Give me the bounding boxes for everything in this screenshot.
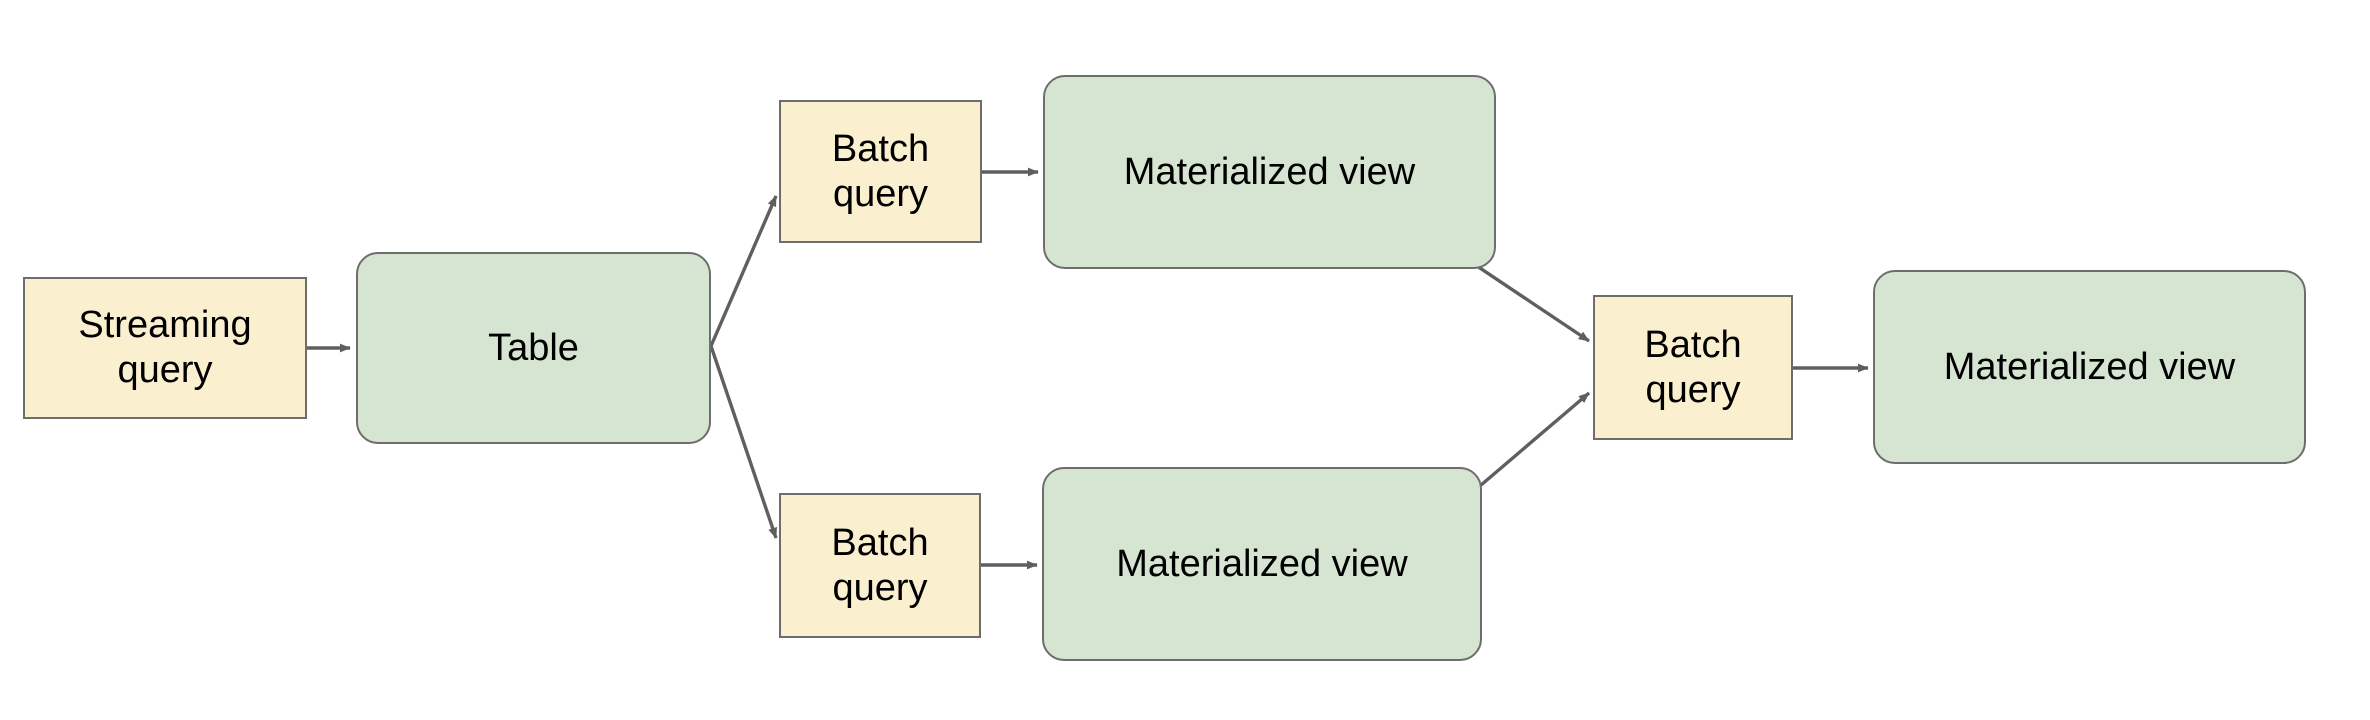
node-batch-query-right[interactable]: Batch query [1593,295,1793,440]
node-batch-query-bottom[interactable]: Batch query [779,493,981,638]
node-streaming-query[interactable]: Streaming query [23,277,307,419]
edge-mv-bottom-to-batch-query-right [1465,391,1591,499]
node-batch-query-top[interactable]: Batch query [779,100,982,243]
edge-table-to-batch-query-top [709,195,778,347]
node-materialized-view-top[interactable]: Materialized view [1043,75,1496,269]
node-table[interactable]: Table [356,252,711,444]
node-materialized-view-bottom[interactable]: Materialized view [1042,467,1482,661]
edge-table-to-batch-query-bottom [709,345,778,539]
node-materialized-view-right[interactable]: Materialized view [1873,270,2306,464]
